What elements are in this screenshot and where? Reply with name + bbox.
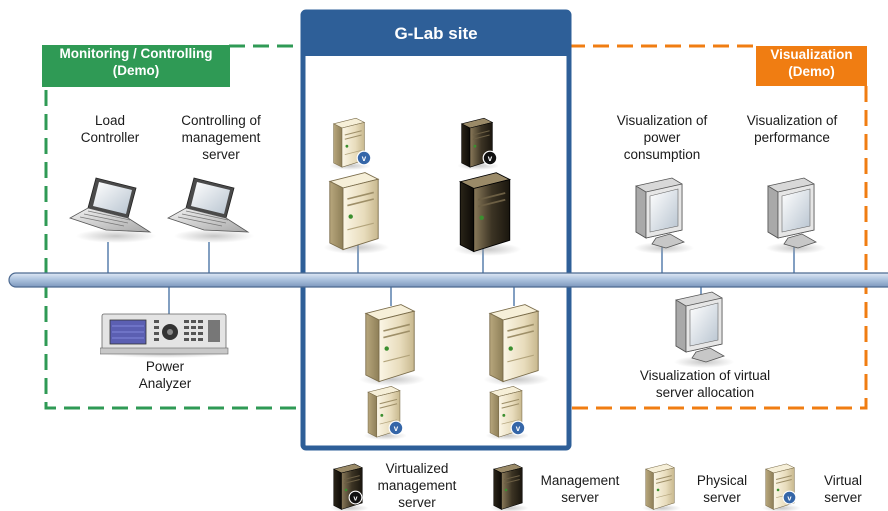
controlling-management-server-label: Controlling of management server <box>181 113 261 162</box>
virtual-badge-icon <box>388 420 404 436</box>
legend-virtualized-management-server-icon <box>329 463 370 511</box>
legend-physical-server-icon <box>641 463 682 511</box>
virtual-badge-icon <box>510 420 526 436</box>
monitor-icon <box>633 177 695 255</box>
virtual-badge-icon <box>356 150 372 166</box>
legend-virtual-server-icon <box>761 463 802 511</box>
visualization-region-title: Visualization (Demo) <box>756 46 867 86</box>
virtual-badge-icon <box>782 490 797 505</box>
power-analyzer-icon <box>100 313 229 358</box>
network-bus <box>8 272 888 288</box>
monitoring-region-border <box>44 44 303 410</box>
visualization-power-label: Visualization of power consumption <box>616 113 708 162</box>
legend-virtualized-management-label: Virtualized management server <box>377 461 457 510</box>
legend-management-server-icon <box>489 463 530 511</box>
power-analyzer-label: Power Analyzer <box>138 359 192 391</box>
monitoring-region-title: Monitoring / Controlling (Demo) <box>42 45 230 87</box>
legend-management-label: Management server <box>540 473 620 505</box>
load-controller-label: Load Controller <box>80 113 140 145</box>
virtual-badge-icon <box>348 490 363 505</box>
visualization-performance-label: Visualization of performance <box>746 113 838 145</box>
monitor-icon <box>765 177 827 255</box>
virtual-badge-icon <box>482 150 498 166</box>
laptop-icon <box>167 177 254 244</box>
visualization-region-border <box>569 44 868 410</box>
legend-physical-label: Physical server <box>696 473 748 505</box>
laptop-icon <box>69 177 156 244</box>
legend-virtual-label: Virtual server <box>823 473 863 505</box>
visualization-virtual-allocation-label: Visualization of virtual server allocati… <box>639 368 771 400</box>
monitor-icon <box>673 291 735 369</box>
glab-site-title: G-Lab site <box>303 12 569 56</box>
